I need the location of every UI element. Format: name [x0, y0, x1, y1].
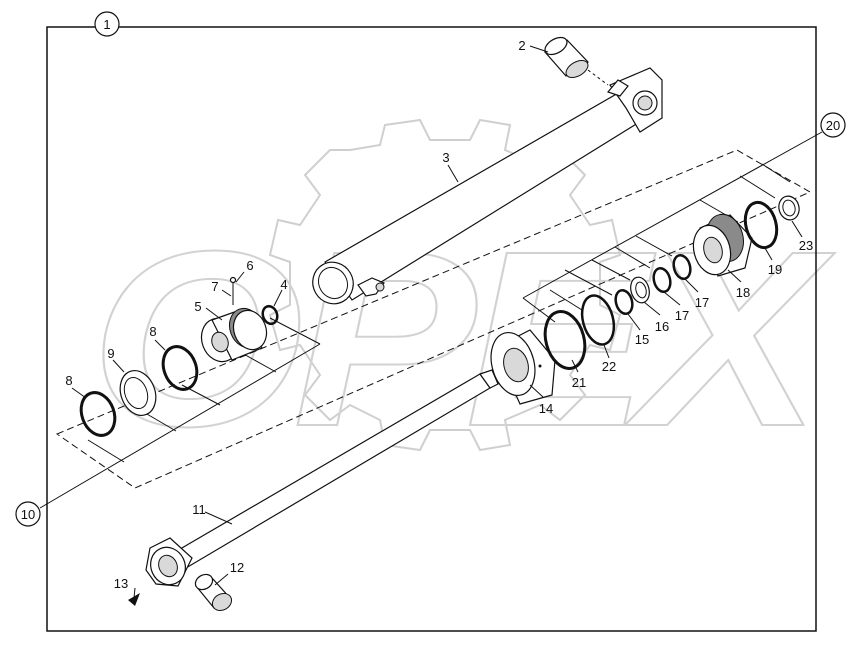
callout-19[interactable]: 19 [768, 262, 782, 277]
ring-19[interactable] [741, 199, 782, 251]
callout-8-lower[interactable]: 8 [65, 373, 72, 388]
port-fitting [357, 277, 385, 297]
callout-21[interactable]: 21 [572, 375, 586, 390]
callout-13[interactable]: 13 [114, 576, 128, 591]
callout-6[interactable]: 6 [246, 258, 253, 273]
callout-20[interactable]: 20 [820, 112, 846, 138]
callout-4[interactable]: 4 [280, 277, 287, 292]
callout-9[interactable]: 9 [107, 346, 114, 361]
piston-rod[interactable] [145, 369, 499, 590]
leader-lines [71, 45, 803, 599]
wear-ring-9[interactable] [114, 366, 162, 421]
callout-7[interactable]: 7 [211, 279, 218, 294]
callout-1[interactable]: 1 [94, 11, 120, 37]
callout-14[interactable]: 14 [539, 401, 553, 416]
callout-2[interactable]: 2 [518, 38, 525, 53]
callout-18[interactable]: 18 [736, 285, 750, 300]
pin-6-7 [229, 276, 237, 305]
assembly-frame [46, 26, 817, 632]
ring-22[interactable] [577, 292, 619, 348]
callout-1-label: 1 [103, 17, 110, 32]
callout-16[interactable]: 16 [655, 319, 669, 334]
bushing-2[interactable] [542, 34, 609, 86]
callout-11[interactable]: 11 [192, 502, 206, 517]
callout-23[interactable]: 23 [799, 238, 813, 253]
watermark-logo: OPEX [89, 118, 847, 479]
kit-line-20 [522, 131, 823, 299]
seal-15[interactable] [613, 288, 635, 316]
o-ring-4[interactable] [260, 304, 279, 326]
gland-nut-14[interactable] [484, 328, 556, 405]
seal-ring-8-lower[interactable] [75, 388, 120, 440]
callout-8-upper[interactable]: 8 [149, 324, 156, 339]
cylinder-barrel[interactable] [305, 67, 663, 311]
exploded-view-boundary [55, 149, 812, 489]
ring-21[interactable] [539, 307, 591, 373]
callout-17-right[interactable]: 17 [695, 295, 709, 310]
seal-23[interactable] [776, 194, 802, 222]
seal-16[interactable] [628, 275, 652, 305]
bushing-12[interactable] [193, 571, 235, 613]
callout-20-label: 20 [826, 118, 840, 133]
callout-3[interactable]: 3 [442, 150, 449, 165]
cylinder-head[interactable] [196, 304, 272, 367]
piston-18[interactable] [688, 210, 753, 279]
callout-10[interactable]: 10 [15, 501, 41, 527]
kit-line-10 [39, 343, 321, 509]
grease-fitting-13[interactable] [128, 593, 140, 606]
seal-ring-8-upper[interactable] [157, 342, 202, 394]
callout-10-label: 10 [21, 507, 35, 522]
callout-15[interactable]: 15 [635, 332, 649, 347]
callout-12[interactable]: 12 [230, 560, 244, 575]
ring-17-left[interactable] [651, 266, 673, 294]
callout-17-left[interactable]: 17 [675, 308, 689, 323]
callout-22[interactable]: 22 [602, 359, 616, 374]
callout-5[interactable]: 5 [194, 299, 201, 314]
